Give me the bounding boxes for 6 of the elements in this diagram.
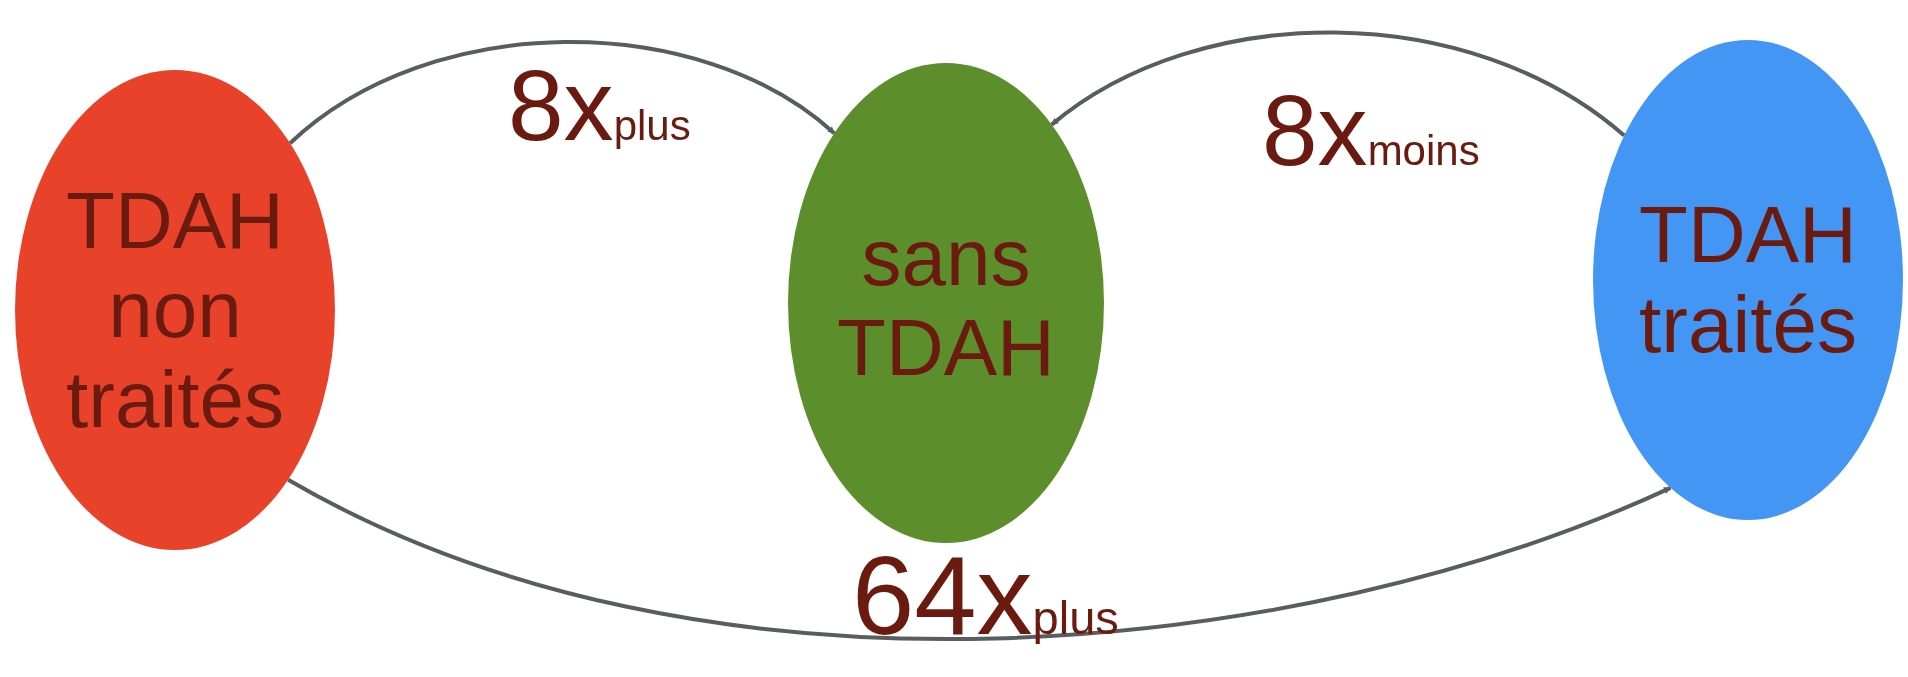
curved-arrow — [288, 40, 836, 145]
node-label: sans TDAH — [836, 213, 1056, 393]
curved-arrow — [1050, 30, 1626, 138]
node-label: TDAH traités — [1638, 190, 1858, 370]
curved-arrow — [287, 477, 1672, 641]
node-label: TDAH non traités — [65, 175, 285, 445]
